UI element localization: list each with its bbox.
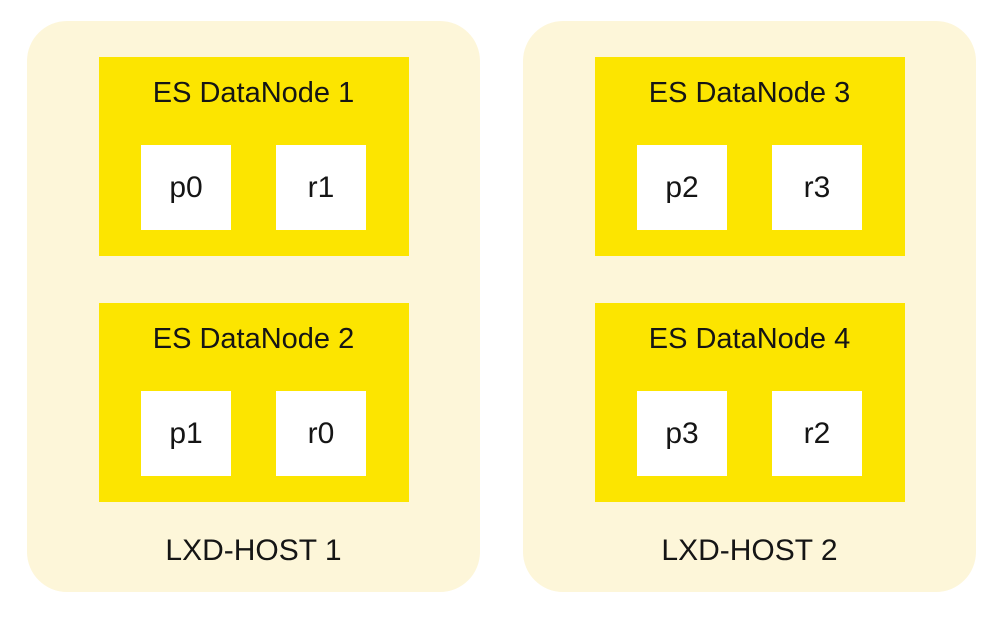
- shard-row: p0 r1: [141, 145, 366, 230]
- node-title: ES DataNode 1: [152, 77, 355, 109]
- diagram: ES DataNode 1 p0 r1 ES DataNode 2 p1 r0 …: [27, 21, 976, 592]
- host-card-lxd-host-2: ES DataNode 3 p2 r3 ES DataNode 4 p3 r2 …: [523, 21, 976, 592]
- shard-r2: r2: [772, 391, 862, 476]
- shard-r1: r1: [276, 145, 366, 230]
- shard-p1: p1: [141, 391, 231, 476]
- node-title: ES DataNode 2: [152, 323, 355, 355]
- host-label-lxd-host-1: LXD-HOST 1: [165, 534, 342, 567]
- shard-p2: p2: [637, 145, 727, 230]
- node-card-es-datanode-4: ES DataNode 4 p3 r2: [594, 303, 905, 502]
- shard-p0: p0: [141, 145, 231, 230]
- node-card-es-datanode-1: ES DataNode 1 p0 r1: [98, 57, 409, 256]
- node-card-es-datanode-3: ES DataNode 3 p2 r3: [594, 57, 905, 256]
- shard-row: p2 r3: [637, 145, 862, 230]
- shard-r0: r0: [276, 391, 366, 476]
- node-title: ES DataNode 4: [648, 323, 851, 355]
- shard-r3: r3: [772, 145, 862, 230]
- node-title: ES DataNode 3: [648, 77, 851, 109]
- shard-row: p1 r0: [141, 391, 366, 476]
- node-card-es-datanode-2: ES DataNode 2 p1 r0: [98, 303, 409, 502]
- shard-row: p3 r2: [637, 391, 862, 476]
- host-label-lxd-host-2: LXD-HOST 2: [661, 534, 838, 567]
- shard-p3: p3: [637, 391, 727, 476]
- host-card-lxd-host-1: ES DataNode 1 p0 r1 ES DataNode 2 p1 r0 …: [27, 21, 480, 592]
